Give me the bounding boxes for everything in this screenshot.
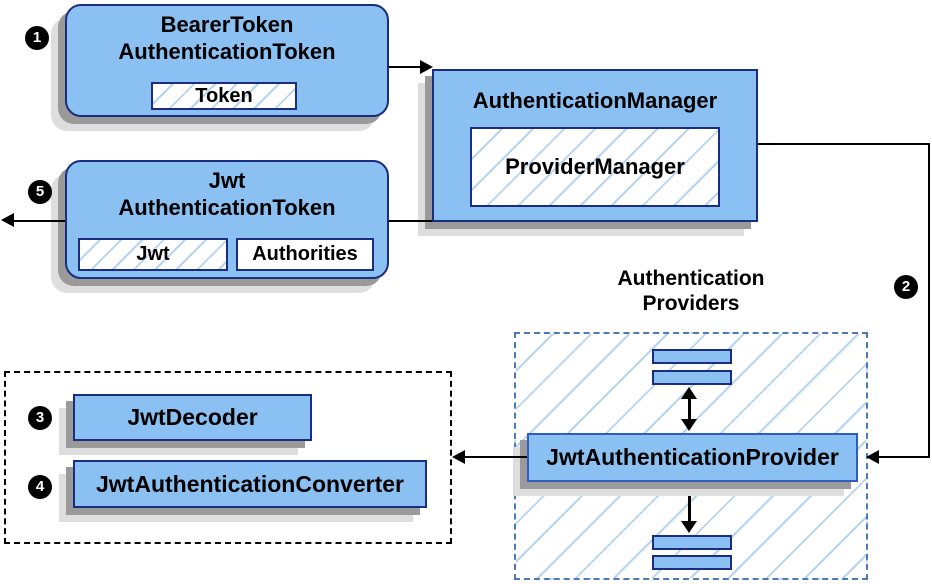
decoder-converter-group: JwtDecoder JwtAuthenticationConverter	[4, 371, 452, 544]
jwt-authentication-provider-node: JwtAuthenticationProvider	[527, 433, 858, 482]
providers-label-line1: Authentication	[617, 267, 765, 290]
step-5-badge: 5	[28, 180, 52, 204]
jwt-token-title-line1: Jwt	[208, 168, 246, 193]
bearer-to-manager-arrowhead-icon	[420, 60, 433, 74]
provider-manager-field: ProviderManager	[470, 127, 720, 207]
provider-placeholder-bar	[652, 555, 732, 570]
jwt-authentication-token-node: Jwt AuthenticationToken Jwt Authorities	[65, 160, 389, 279]
outgoing-arrowhead-icon	[1, 213, 14, 227]
authentication-providers-label: Authentication Providers	[514, 266, 868, 316]
authentication-providers-group: JwtAuthenticationProvider	[514, 332, 868, 580]
step-1-number: 1	[32, 29, 42, 46]
bearer-token-title: BearerToken AuthenticationToken	[67, 6, 387, 65]
step-5-number: 5	[35, 183, 45, 200]
decoder-group-arrowhead-icon	[452, 450, 465, 464]
step-4-number: 4	[35, 478, 45, 495]
step-4-badge: 4	[28, 475, 52, 499]
providers-label-line2: Providers	[642, 292, 740, 315]
jwt-authentication-converter-node: JwtAuthenticationConverter	[73, 460, 427, 508]
step-1-badge: 1	[25, 26, 49, 50]
authentication-manager-title: AuthenticationManager	[472, 88, 718, 113]
bearer-token-authentication-token-node: BearerToken AuthenticationToken Token	[65, 4, 389, 117]
authentication-manager-node: AuthenticationManager ProviderManager	[432, 69, 758, 222]
provider-in-arrowhead-icon	[866, 450, 879, 464]
provider-to-decoder-line	[465, 456, 527, 458]
step-3-number: 3	[35, 409, 45, 426]
jwt-token-title: Jwt AuthenticationToken	[67, 162, 387, 221]
provider-list-double-arrow-icon	[680, 484, 698, 533]
jwt-decoder-node: JwtDecoder	[73, 394, 312, 441]
bearer-to-manager-line	[389, 66, 420, 68]
manager-to-provider-line-bottom	[879, 456, 928, 458]
step-2-number: 2	[901, 278, 911, 295]
jwt-field: Jwt	[78, 238, 228, 271]
step-3-badge: 3	[28, 406, 52, 430]
outgoing-line	[14, 220, 65, 222]
jwt-token-title-line2: AuthenticationToken	[118, 195, 336, 220]
provider-placeholder-bar	[652, 535, 732, 550]
provider-list-double-arrow-icon	[680, 387, 698, 431]
manager-to-provider-line-vertical	[928, 143, 930, 458]
authorities-field: Authorities	[236, 238, 374, 271]
bearer-token-title-line1: BearerToken	[160, 12, 294, 37]
manager-to-provider-line-top	[758, 143, 930, 145]
token-field: Token	[151, 82, 297, 110]
step-2-badge: 2	[894, 275, 918, 299]
manager-to-jwt-token-line	[389, 220, 432, 222]
provider-placeholder-bar	[652, 349, 732, 364]
provider-placeholder-bar	[652, 370, 732, 385]
bearer-token-title-line2: AuthenticationToken	[118, 39, 336, 64]
